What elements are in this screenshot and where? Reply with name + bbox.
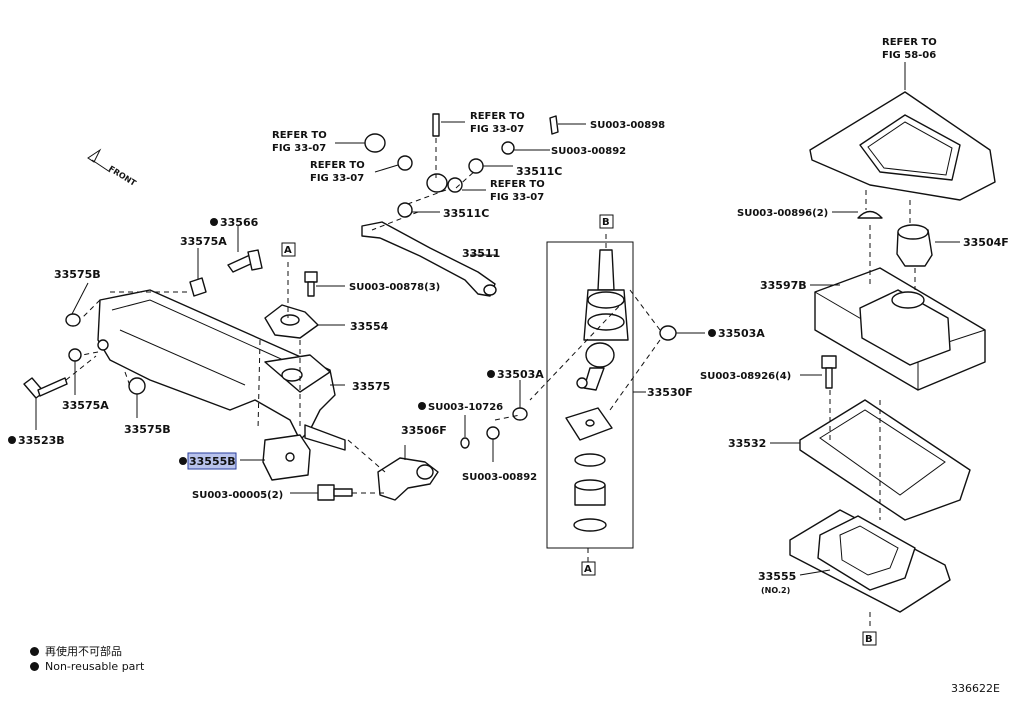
upper-bushings[interactable] <box>364 113 559 218</box>
label-33575a-bottom: 33575A <box>62 399 109 412</box>
bushing-33554[interactable] <box>264 304 319 339</box>
refer-fig-3: FIG 33-07 <box>470 124 524 135</box>
label-33511: 33511 <box>462 247 500 260</box>
marker-a-bottom: A <box>581 561 596 576</box>
label-su003-10726: SU003-10726 <box>428 402 503 413</box>
label-su003-00892-mid: SU003-00892 <box>462 472 537 483</box>
label-33555: 33555 <box>758 570 796 583</box>
box-33530f <box>546 241 634 549</box>
refer-fig-5806: FIG 58-06 <box>882 50 936 61</box>
bolt-su003-00005[interactable] <box>317 484 353 501</box>
label-33503a-mid: 33503A <box>497 368 544 381</box>
figure-reference-code: 336622E <box>951 682 1000 695</box>
marker-a-top: A <box>281 242 296 257</box>
legend-item-jp: 再使用不可部品 <box>30 643 122 659</box>
highlight-33555b[interactable] <box>187 452 237 470</box>
plate-33532[interactable] <box>799 399 971 521</box>
label-33504f: 33504F <box>963 236 1009 249</box>
label-33555-no2: (NO.2) <box>761 586 790 595</box>
svg-text:B: B <box>602 217 610 228</box>
svg-text:A: A <box>284 245 292 256</box>
bolt-su003-08926[interactable] <box>821 355 837 389</box>
bolt-33566[interactable] <box>227 249 263 273</box>
nonreusable-dot-33523b <box>8 436 16 444</box>
knob-33504f[interactable] <box>896 224 933 267</box>
bracket-33506f[interactable] <box>377 457 439 501</box>
label-33506f: 33506F <box>401 424 447 437</box>
nonreusable-dot-su003-10726 <box>418 402 426 410</box>
refer-label-4: REFER TO <box>490 179 545 190</box>
refer-fig-4: FIG 33-07 <box>490 192 544 203</box>
nonreusable-dot-icon <box>30 662 39 671</box>
nonreusable-dot-33555b <box>179 457 187 465</box>
bushing-33575b-bottom[interactable] <box>128 377 146 395</box>
bushing-33575a-bottom[interactable] <box>68 348 82 362</box>
nonreusable-dot-icon <box>30 647 39 656</box>
boot-33555[interactable] <box>789 509 951 613</box>
leader-lines-left <box>35 226 406 494</box>
leader-lines-right <box>770 211 960 576</box>
bushing-33575b-top[interactable] <box>65 313 81 327</box>
bolt-33523b[interactable] <box>23 377 68 399</box>
boot-33597b[interactable] <box>814 267 986 391</box>
legend-text-jp: 再使用不可部品 <box>45 645 122 658</box>
refer-label-5806: REFER TO <box>882 37 937 48</box>
bracket-33575[interactable] <box>97 289 346 451</box>
label-33511c-a: 33511C <box>516 165 562 178</box>
rod-33511[interactable] <box>361 221 497 297</box>
label-33575: 33575 <box>352 380 390 393</box>
cap-su003-00896[interactable] <box>857 210 883 219</box>
nonreusable-dot-33503a-mid <box>487 370 495 378</box>
dashed-lines-left <box>65 262 386 494</box>
label-su003-00898: SU003-00898 <box>590 120 665 131</box>
label-33597b: 33597B <box>760 279 807 292</box>
label-33566: 33566 <box>220 216 259 229</box>
console-bezel-fig-58-06[interactable] <box>809 91 996 201</box>
label-33575a-top: 33575A <box>180 235 227 248</box>
dashed-lines-upper <box>371 138 477 231</box>
marker-b-top: B <box>599 214 614 229</box>
svg-text:B: B <box>865 634 873 645</box>
leader-lines-middle <box>464 332 705 462</box>
front-arrow-icon: FRONT <box>87 148 138 188</box>
leader-lines-upper <box>335 121 586 256</box>
marker-b-bottom: B <box>862 631 877 646</box>
legend-item-en: Non-reusable part <box>30 660 144 673</box>
front-label: FRONT <box>107 164 138 188</box>
svg-text:A: A <box>584 564 592 575</box>
small-parts-middle[interactable] <box>460 325 677 449</box>
label-33523b: 33523B <box>18 434 65 447</box>
legend-text-en: Non-reusable part <box>45 660 145 673</box>
label-33511c-b: 33511C <box>443 207 489 220</box>
bushing-33575a-top[interactable] <box>189 277 207 297</box>
pad-33555b[interactable] <box>262 434 311 481</box>
refer-label-3: REFER TO <box>470 111 525 122</box>
label-su003-00892-top: SU003-00892 <box>551 146 626 157</box>
bolt-su003-00878[interactable] <box>304 271 318 297</box>
shift-lever-33530f[interactable] <box>565 249 629 532</box>
label-33530f: 33530F <box>647 386 693 399</box>
refer-label-1: REFER TO <box>272 130 327 141</box>
label-33555b: 33555B <box>189 455 236 468</box>
label-33554: 33554 <box>350 320 389 333</box>
nonreusable-dot-33503a-right <box>708 329 716 337</box>
nonreusable-dot-33566 <box>210 218 218 226</box>
refer-fig-1: FIG 33-07 <box>272 143 326 154</box>
refer-fig-2: FIG 33-07 <box>310 173 364 184</box>
label-33532: 33532 <box>728 437 766 450</box>
label-33503a-right: 33503A <box>718 327 765 340</box>
dashed-lines-right <box>829 190 916 630</box>
label-33575b-bottom: 33575B <box>124 423 171 436</box>
refer-label-2: REFER TO <box>310 160 365 171</box>
label-su003-00005: SU003-00005(2) <box>192 490 283 501</box>
label-su003-08926: SU003-08926(4) <box>700 371 791 382</box>
label-su003-00896: SU003-00896(2) <box>737 208 828 219</box>
label-33575b-top: 33575B <box>54 268 101 281</box>
dashed-lines-middle <box>494 234 661 562</box>
label-su003-00878: SU003-00878(3) <box>349 282 440 293</box>
